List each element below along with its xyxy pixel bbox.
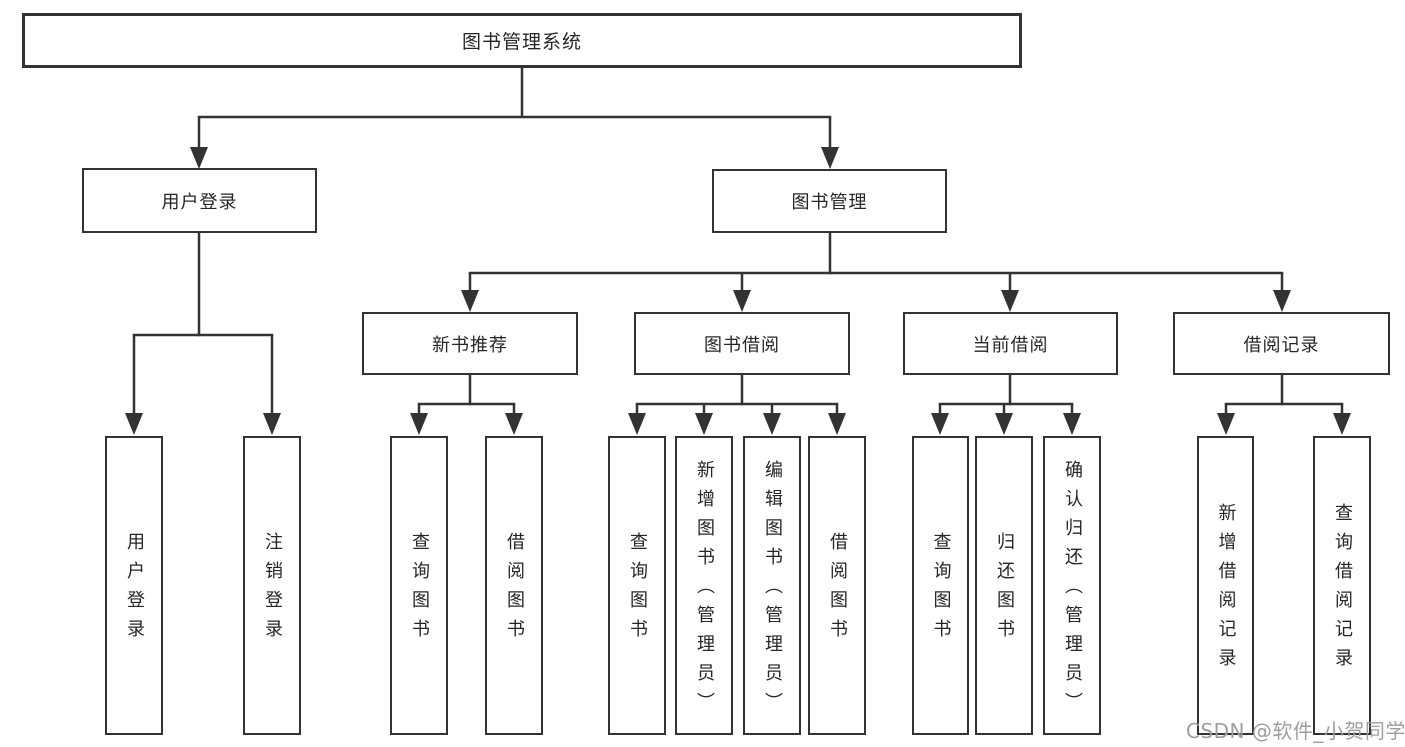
leaf-label: 借阅图书 bbox=[504, 532, 525, 648]
leaf-label: 新增借阅记录 bbox=[1215, 503, 1237, 677]
node-new-book-recommendation: 新书推荐 bbox=[362, 312, 578, 375]
node-label: 图书管理 bbox=[791, 192, 868, 213]
node-label: 借阅记录 bbox=[1243, 334, 1320, 356]
leaf-borrow-books-2: 借阅图书 bbox=[808, 436, 866, 735]
node-label: 图书管理系统 bbox=[461, 31, 582, 53]
leaf-label: 编辑图书（管理员） bbox=[762, 459, 783, 721]
node-book-borrowing: 图书借阅 bbox=[634, 312, 850, 375]
node-book-management: 图书管理 bbox=[712, 169, 947, 233]
leaf-logout: 注销登录 bbox=[243, 436, 301, 735]
csdn-watermark: CSDN @软件_小贺同学 bbox=[1186, 719, 1405, 743]
node-label: 用户登录 bbox=[161, 191, 238, 213]
leaf-edit-book-admin: 编辑图书（管理员） bbox=[743, 436, 801, 735]
leaf-query-books-1: 查询图书 bbox=[390, 436, 448, 735]
leaf-user-login: 用户登录 bbox=[105, 436, 163, 735]
leaf-label: 借阅图书 bbox=[827, 532, 848, 648]
leaf-return-book: 归还图书 bbox=[975, 436, 1033, 735]
leaf-label: 查询借阅记录 bbox=[1332, 503, 1353, 677]
leaf-label: 查询图书 bbox=[627, 532, 648, 648]
leaf-label: 注销登录 bbox=[262, 532, 283, 648]
leaf-query-books-2: 查询图书 bbox=[608, 436, 666, 735]
leaf-label: 查询图书 bbox=[930, 532, 952, 648]
node-label: 图书借阅 bbox=[704, 334, 780, 356]
leaf-label: 用户登录 bbox=[124, 532, 145, 648]
node-label: 当前借阅 bbox=[972, 334, 1049, 356]
leaf-label: 新增图书（管理员） bbox=[694, 459, 715, 721]
node-library-management-system: 图书管理系统 bbox=[22, 13, 1022, 68]
node-current-borrowing: 当前借阅 bbox=[903, 312, 1118, 375]
leaf-add-borrow-record: 新增借阅记录 bbox=[1197, 436, 1254, 735]
node-label: 新书推荐 bbox=[432, 334, 508, 356]
leaf-query-borrow-record: 查询借阅记录 bbox=[1313, 436, 1371, 735]
node-borrowing-records: 借阅记录 bbox=[1173, 312, 1390, 375]
leaf-borrow-books-1: 借阅图书 bbox=[485, 436, 543, 735]
leaf-query-books-3: 查询图书 bbox=[912, 436, 969, 735]
leaf-label: 确认归还（管理员） bbox=[1062, 459, 1083, 721]
leaf-confirm-return-admin: 确认归还（管理员） bbox=[1043, 436, 1101, 735]
node-user-login: 用户登录 bbox=[82, 168, 317, 233]
leaf-label: 查询图书 bbox=[409, 532, 430, 648]
leaf-label: 归还图书 bbox=[994, 532, 1015, 648]
leaf-add-book-admin: 新增图书（管理员） bbox=[675, 436, 733, 735]
